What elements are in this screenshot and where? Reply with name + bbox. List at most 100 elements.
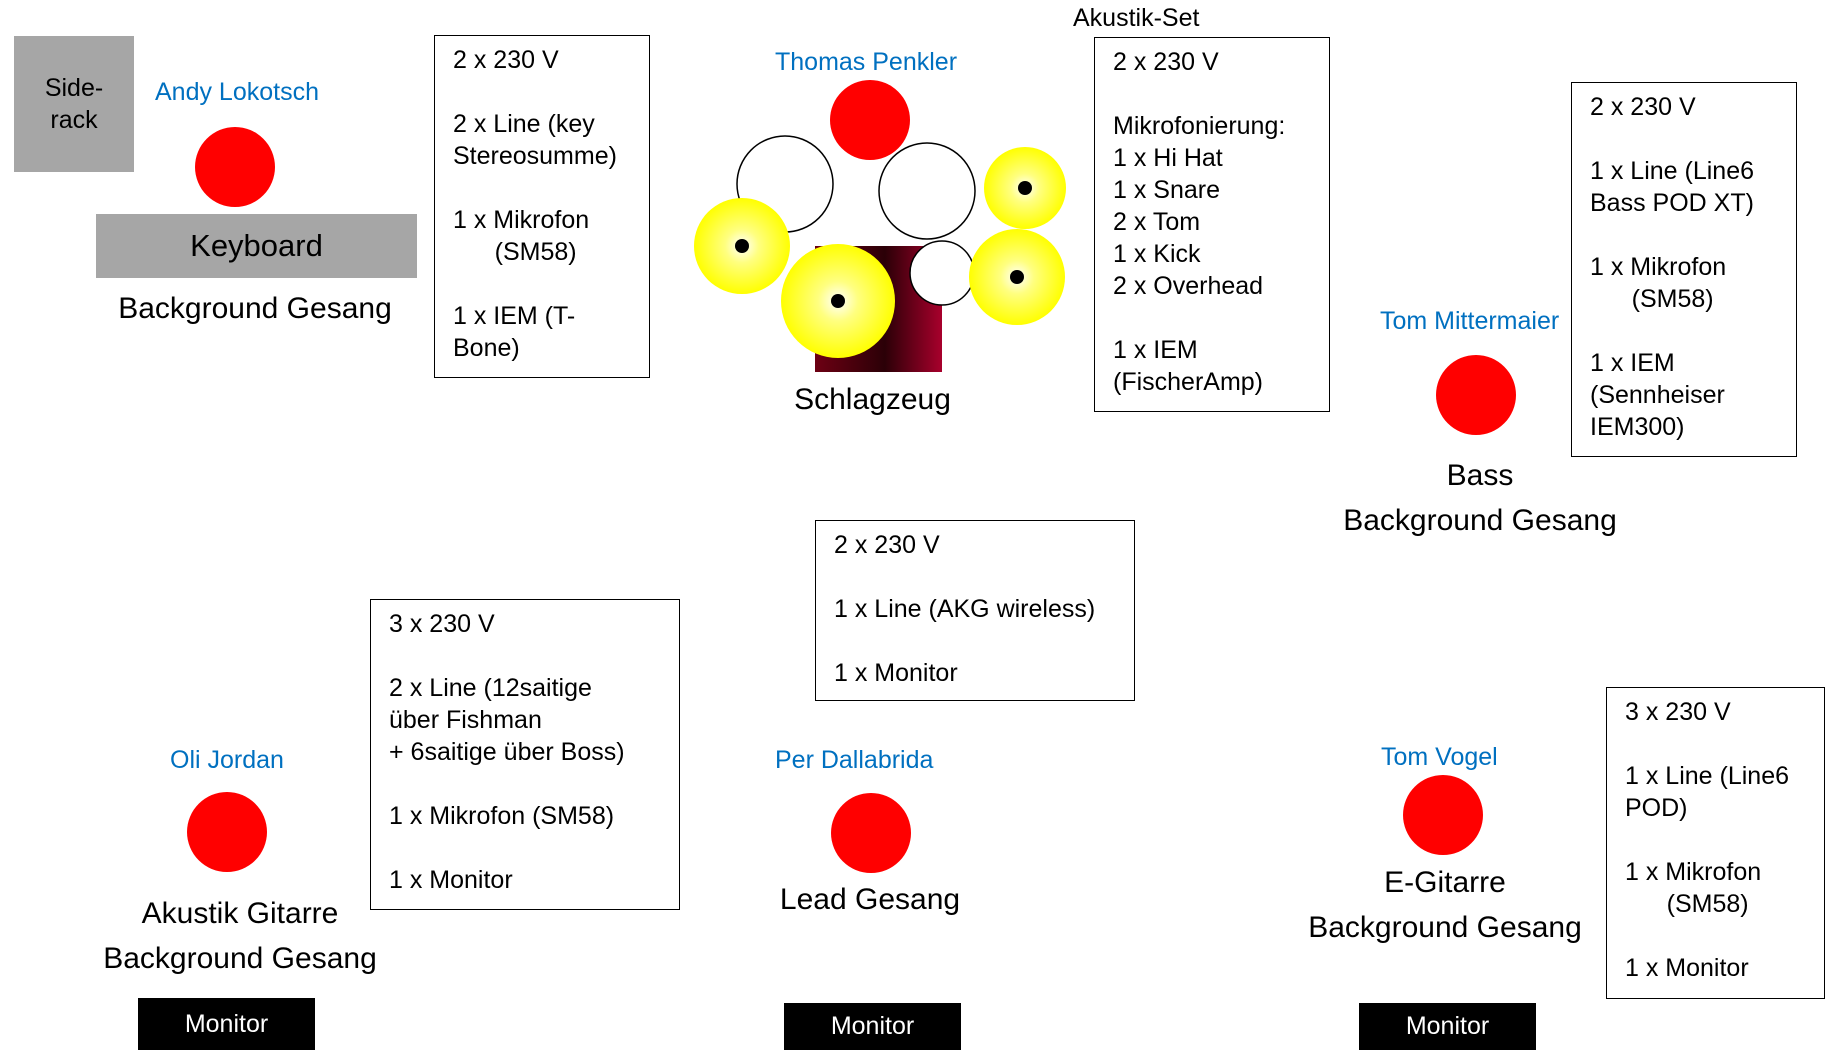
box-line: 1 x Line (AKG wireless) [834, 595, 1096, 623]
box-line: 2 x 230 V [834, 531, 940, 559]
siderack: Side- rack [14, 36, 134, 172]
box-line: 3 x 230 V [1625, 698, 1731, 726]
box-spacer [453, 268, 631, 300]
musician-marker-andy [195, 127, 275, 207]
box-line: + 6saitige über Boss) [389, 738, 625, 766]
box-line: 1 x Mikrofon [1625, 858, 1762, 886]
box-line: 1 x Snare [1113, 176, 1221, 204]
box-line: 1 x Kick [1113, 240, 1201, 268]
musician-marker-tom-mittermaier [1436, 355, 1516, 435]
musician-name-thomas: Thomas Penkler [775, 48, 958, 76]
box-line: 1 x IEM (T- [453, 302, 576, 330]
musician-marker-oli [187, 792, 267, 872]
box-line: 2 x 230 V [1113, 48, 1219, 76]
box-spacer [1113, 78, 1311, 110]
musician-marker-thomas [830, 80, 910, 160]
box-line: (FischerAmp) [1113, 368, 1264, 396]
box-line: Bone) [453, 334, 520, 362]
box-line: IEM300) [1590, 413, 1685, 441]
musician-name-tom-mittermaier: Tom Mittermaier [1380, 307, 1560, 335]
role-line: E-Gitarre [1384, 866, 1506, 899]
box-line: 1 x Line (Line6 [1590, 157, 1755, 185]
role-line: Schlagzeug [794, 383, 951, 416]
acoustic-set-label: Akustik-Set [1073, 4, 1200, 32]
monitor-wedge-center: Monitor [784, 1003, 961, 1050]
box-line: 1 x Line (Line6 [1625, 762, 1790, 790]
monitor-wedge-left: Monitor [138, 998, 315, 1050]
box-spacer [1113, 302, 1311, 334]
box-spacer [834, 561, 1116, 593]
box-line: (Sennheiser [1590, 381, 1725, 409]
musician-marker-tom-vogel [1403, 775, 1483, 855]
box-line: 2 x 230 V [453, 46, 559, 74]
box-spacer [453, 76, 631, 108]
box-spacer [1590, 315, 1778, 347]
box-line: (SM58) [1625, 890, 1749, 918]
box-line: 1 x IEM [1590, 349, 1675, 377]
monitor-label: Monitor [830, 1012, 915, 1040]
box-line: 1 x Monitor [1625, 954, 1749, 982]
keyboard: Keyboard [96, 214, 417, 278]
box-line: 1 x Monitor [834, 659, 958, 687]
musician-role-andy: Background Gesang [100, 286, 410, 331]
musician-role-tom-mittermaier: Bass Background Gesang [1320, 453, 1640, 543]
box-line: 1 x Mikrofon (SM58) [389, 802, 615, 830]
musician-name-tom-vogel: Tom Vogel [1381, 743, 1498, 771]
box-spacer [389, 640, 661, 672]
role-line: Background Gesang [118, 292, 392, 325]
box-line: 2 x 230 V [1590, 93, 1696, 121]
role-line: Akustik Gitarre [141, 897, 339, 930]
box-line: über Fishman [389, 706, 542, 734]
role-line: Lead Gesang [779, 883, 961, 916]
box-line: 2 x Tom [1113, 208, 1201, 236]
musician-role-thomas: Schlagzeug [750, 377, 995, 422]
equipment-box-acoustic-guitar: 3 x 230 V 2 x Line (12saitige über Fishman… [370, 599, 680, 910]
keyboard-label: Keyboard [190, 228, 323, 263]
box-spacer [1625, 728, 1806, 760]
tom-right [878, 142, 976, 240]
musician-role-tom-vogel: E-Gitarre Background Gesang [1280, 860, 1610, 950]
box-line: 2 x Overhead [1113, 272, 1264, 300]
monitor-label: Monitor [1405, 1012, 1490, 1040]
box-line: Bass POD XT) [1590, 189, 1754, 217]
box-spacer [389, 768, 661, 800]
box-spacer [1590, 123, 1778, 155]
box-line: 3 x 230 V [389, 610, 495, 638]
monitor-wedge-right: Monitor [1359, 1003, 1536, 1050]
box-line: 1 x Hi Hat [1113, 144, 1223, 172]
musician-name-per: Per Dallabrida [775, 746, 934, 774]
musician-role-per: Lead Gesang [740, 877, 1000, 922]
box-spacer [1625, 920, 1806, 952]
box-line: 1 x Mikrofon [1590, 253, 1727, 281]
role-line: Background Gesang [103, 942, 377, 975]
box-spacer [1590, 219, 1778, 251]
box-line: Mikrofonierung: [1113, 112, 1286, 140]
musician-name-andy: Andy Lokotsch [155, 78, 319, 106]
monitor-label: Monitor [184, 1009, 269, 1038]
role-line: Background Gesang [1343, 504, 1617, 537]
box-line: POD) [1625, 794, 1688, 822]
box-line: 1 x Mikrofon [453, 206, 590, 234]
box-line: 1 x IEM [1113, 336, 1198, 364]
musician-name-oli: Oli Jordan [170, 746, 284, 774]
equipment-box-lead: 2 x 230 V 1 x Line (AKG wireless) 1 x Moni… [815, 520, 1135, 701]
siderack-label: Side- rack [44, 74, 104, 134]
box-spacer [389, 832, 661, 864]
box-line: Stereosumme) [453, 142, 617, 170]
musician-role-oli: Akustik Gitarre Background Gesang [80, 891, 400, 981]
box-line: 2 x Line (key [453, 110, 595, 138]
box-line: (SM58) [1590, 285, 1714, 313]
box-spacer [1625, 824, 1806, 856]
role-line: Bass [1446, 459, 1514, 492]
role-line: Background Gesang [1308, 911, 1582, 944]
hi-hat-small [909, 240, 975, 306]
box-spacer [834, 625, 1116, 657]
box-line: (SM58) [453, 238, 577, 266]
equipment-box-drums: 2 x 230 V Mikrofonierung: 1 x Hi Hat 1 x Sn… [1094, 37, 1330, 412]
box-line: 2 x Line (12saitige [389, 674, 592, 702]
box-line: 1 x Monitor [389, 866, 513, 894]
